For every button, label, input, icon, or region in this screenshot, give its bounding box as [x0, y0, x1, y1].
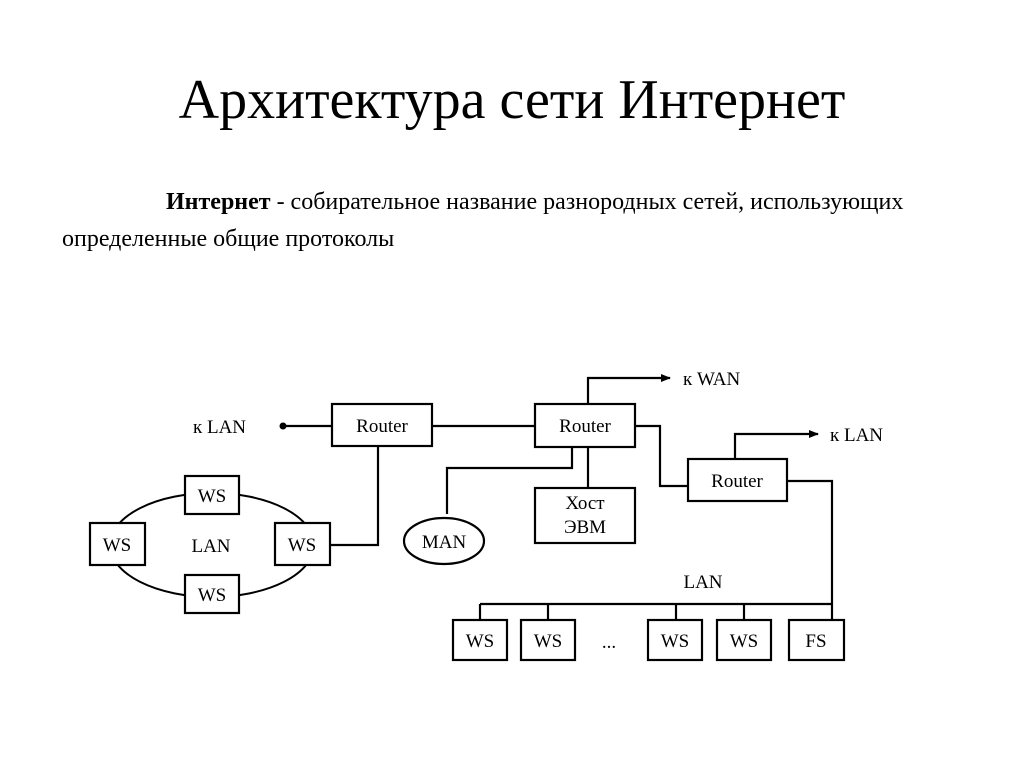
ring-ws-right: WS	[273, 521, 332, 567]
ring-ws-top: WS	[183, 474, 241, 516]
bus-lan-label: LAN	[683, 572, 722, 593]
bus-ws-3: WS	[646, 618, 704, 662]
bus-ws-1: WS	[451, 618, 509, 662]
slide-title: Архитектура сети Интернет	[178, 69, 846, 131]
ring-lan-label: LAN	[191, 536, 230, 557]
right-router: Router	[686, 457, 789, 503]
ring-ws-left-label: WS	[103, 535, 132, 556]
connection-lines	[279, 374, 834, 620]
link-left-router-to-ring	[330, 446, 380, 547]
ring-ws-right-label: WS	[288, 535, 317, 556]
link-center-router-to-man	[445, 447, 574, 514]
right-to-lan-label: к LAN	[830, 425, 883, 446]
bus-ws-4: WS	[715, 618, 773, 662]
ring-ws-bottom-label: WS	[198, 585, 227, 606]
bus-ellipsis: ...	[602, 632, 616, 653]
to-wan-label: к WAN	[683, 369, 741, 390]
bus-ws-1-label: WS	[466, 631, 495, 652]
man-label: MAN	[422, 532, 467, 553]
right-router-label: Router	[711, 471, 763, 492]
definition-text: Интернет - собирательное название разнор…	[62, 184, 942, 258]
center-router: Router	[533, 402, 637, 449]
left-router: Router	[330, 402, 434, 448]
left-to-lan-label: к LAN	[193, 417, 246, 438]
center-router-label: Router	[559, 416, 611, 437]
ring-ws-bottom: WS	[183, 573, 241, 615]
ring-ws-top-label: WS	[198, 486, 227, 507]
file-server-label: FS	[805, 631, 826, 652]
link-left-lan-endpoint	[279, 422, 287, 430]
ring-ws-left: WS	[88, 521, 147, 567]
bus-ws-4-label: WS	[730, 631, 759, 652]
host-label-line1: Хост	[565, 493, 605, 514]
bus-ws-3-label: WS	[661, 631, 690, 652]
file-server: FS	[787, 618, 846, 662]
host-label-line2: ЭВМ	[564, 517, 606, 538]
link-center-router-to-right-router	[635, 424, 688, 488]
bus-ws-2-label: WS	[534, 631, 563, 652]
left-router-label: Router	[356, 416, 408, 437]
man-node: MAN	[402, 516, 486, 566]
definition-term: Интернет	[166, 189, 271, 215]
link-center-router-to-wan	[586, 374, 671, 404]
link-right-router-to-lan	[733, 430, 819, 459]
definition-body: - собирательное название разнородных сет…	[62, 189, 904, 252]
link-right-router-to-bus	[787, 479, 834, 620]
bus-ws-2: WS	[519, 618, 577, 662]
host-computer: Хост ЭВМ	[533, 486, 637, 545]
